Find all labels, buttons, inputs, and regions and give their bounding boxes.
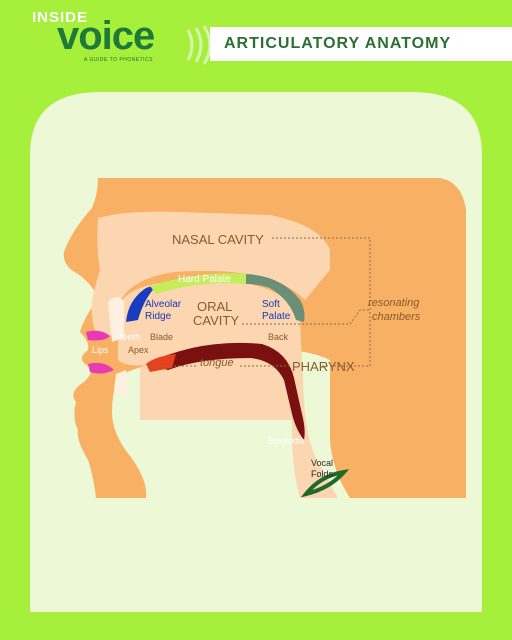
pharynx-label: PHARYNX	[292, 359, 355, 374]
vocal-folds-label-2: Folds	[311, 469, 334, 479]
alveolar-ridge-label-1: Alveolar	[145, 299, 182, 310]
lower-lip	[88, 362, 114, 374]
tongue-apex	[146, 354, 176, 372]
nasal-cavity-label: NASAL CAVITY	[172, 232, 264, 247]
page-title: ARTICULATORY ANATOMY	[224, 35, 452, 52]
brand-tagline: A GUIDE TO PHONETICS	[84, 57, 153, 63]
vocal-folds	[300, 469, 350, 498]
vocal-folds-label-1: Vocal	[311, 458, 334, 468]
oral-cavity-label-1: ORAL	[197, 299, 233, 314]
pharynx-cavity	[118, 282, 338, 498]
soft-palate-label-1: Soft	[262, 299, 280, 310]
title-banner	[210, 27, 512, 61]
lips-label: Lips	[92, 345, 109, 355]
upper-lip	[86, 330, 110, 341]
soft-palate-label-2: Palate	[262, 311, 291, 322]
brand-top: INSIDE	[32, 9, 89, 26]
resonating-chambers-label-1: resonating	[368, 297, 420, 309]
teeth-lower	[114, 370, 128, 396]
blade-label: Blade	[150, 332, 174, 342]
soft-palate	[246, 274, 305, 322]
back-label: Back	[268, 332, 289, 342]
epiglottis-label: Epiglottis	[268, 436, 305, 446]
teeth-upper	[108, 297, 124, 342]
oral-cavity-label-2: CAVITY	[193, 313, 239, 328]
sound-wave-icon	[186, 25, 212, 65]
hard-palate	[150, 273, 252, 294]
alveolar-ridge-label-2: Ridge	[145, 311, 172, 322]
teeth-label: Teeth	[118, 332, 141, 342]
hard-palate-label: Hard Palate	[178, 274, 231, 285]
resonating-chambers-label-2: chambers	[372, 311, 421, 323]
apex-label: Apex	[128, 345, 149, 355]
brand-logo: voice	[57, 14, 155, 58]
nasal-oral-cavity	[91, 211, 330, 340]
tongue-label: tongue	[200, 357, 234, 369]
alveolar-ridge	[126, 284, 158, 322]
leader-lines	[150, 237, 371, 367]
